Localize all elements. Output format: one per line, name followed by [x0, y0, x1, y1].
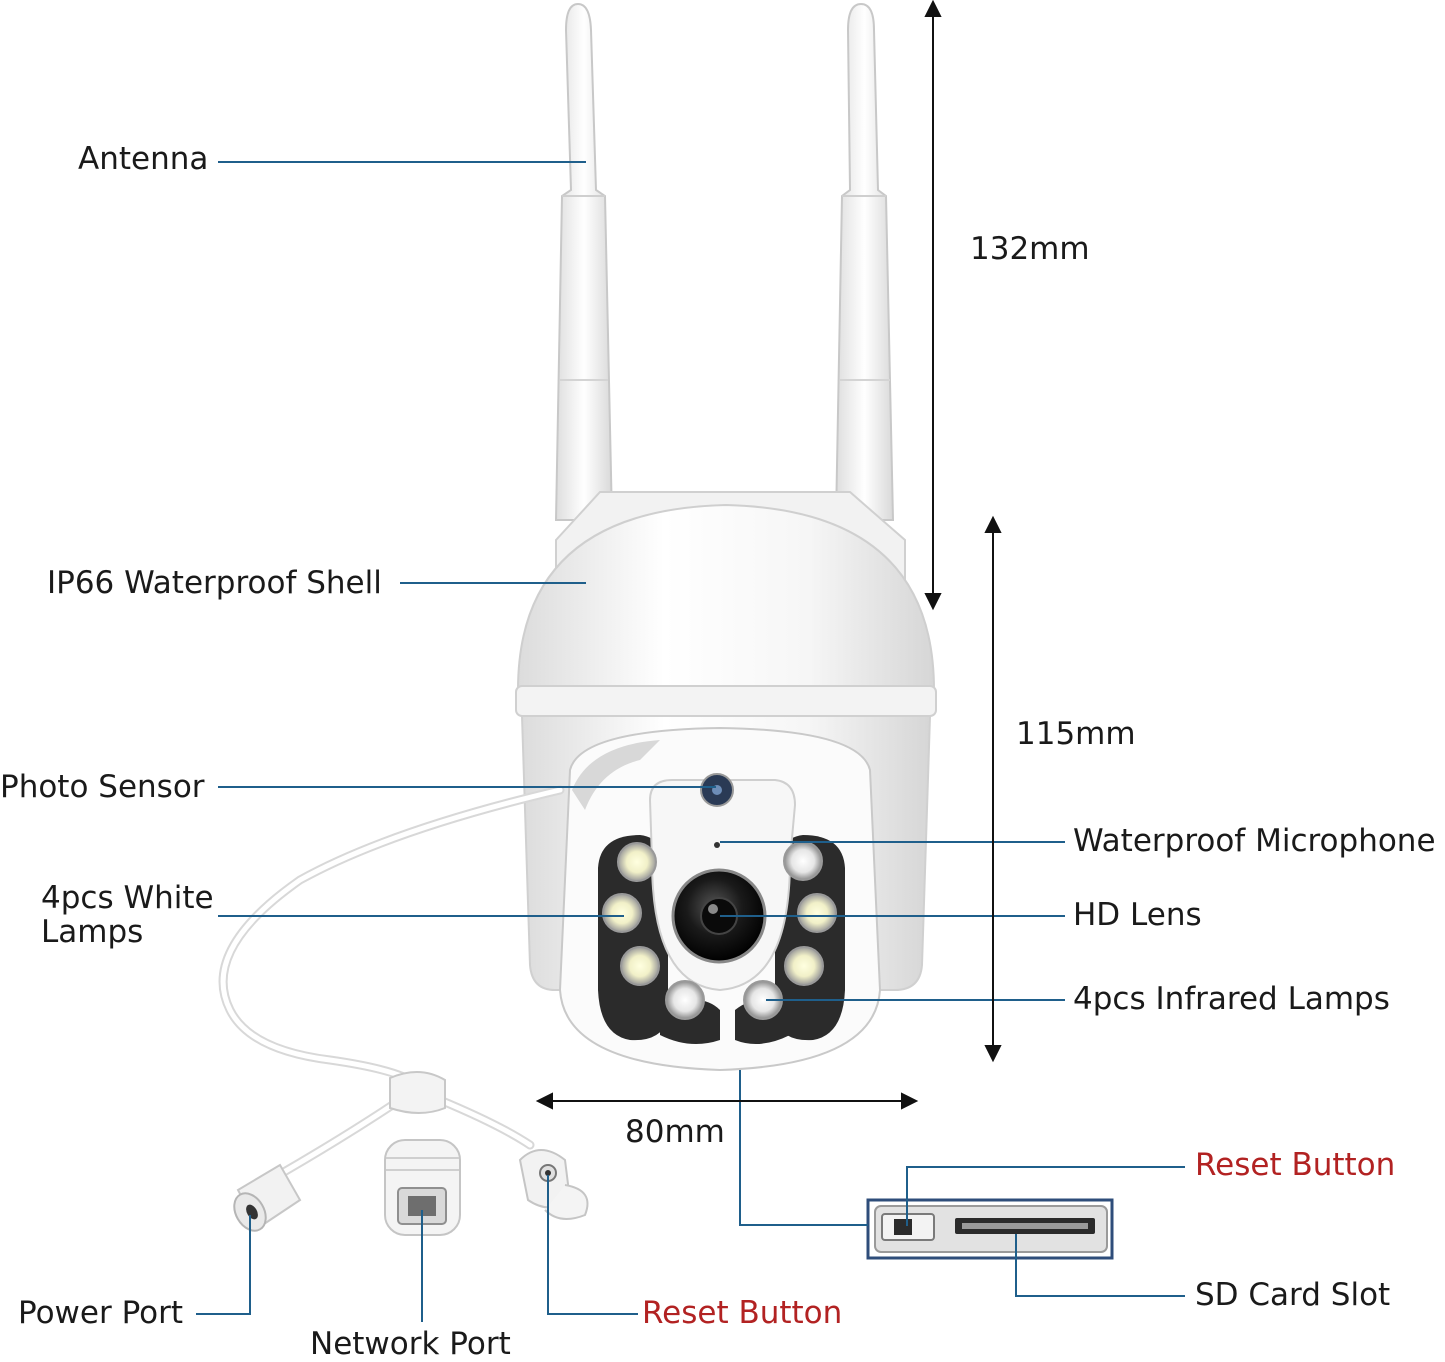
label-power-port: Power Port [18, 1295, 184, 1331]
dimension-body-width: 80mm [625, 1114, 725, 1150]
label-network-port: Network Port [310, 1326, 511, 1362]
label-hd-lens: HD Lens [1073, 897, 1202, 933]
dimension-body-height: 115mm [1016, 716, 1136, 752]
antenna-right [834, 2, 895, 521]
cable-splitter [389, 1071, 446, 1114]
white-lamps [602, 842, 837, 986]
dimension-antenna-height: 132mm [970, 231, 1090, 267]
label-antenna: Antenna [78, 141, 209, 177]
antenna-left [554, 2, 614, 521]
reset-connector [518, 1149, 589, 1220]
leader-lines [196, 161, 1185, 1322]
label-waterproof-shell: IP66 Waterproof Shell [47, 565, 382, 601]
cable [218, 785, 565, 1185]
dimension-lines [535, 0, 1002, 1110]
network-port-connector [384, 1139, 461, 1236]
sd-panel-inset [866, 1198, 1114, 1260]
label-white-lamps-line1: 4pcs White [41, 880, 214, 916]
label-sd-card-slot: SD Card Slot [1195, 1277, 1391, 1313]
label-reset-button-top: Reset Button [1195, 1147, 1396, 1183]
label-reset-button-bottom: Reset Button [642, 1295, 843, 1331]
microphone-hole [714, 842, 720, 848]
label-waterproof-microphone: Waterproof Microphone [1073, 823, 1436, 859]
power-port-connector [233, 1163, 302, 1232]
label-photo-sensor: Photo Sensor [0, 769, 205, 805]
label-white-lamps-line2: Lamps [41, 914, 144, 950]
infrared-lamps [665, 841, 823, 1020]
label-infrared-lamps: 4pcs Infrared Lamps [1073, 981, 1390, 1017]
